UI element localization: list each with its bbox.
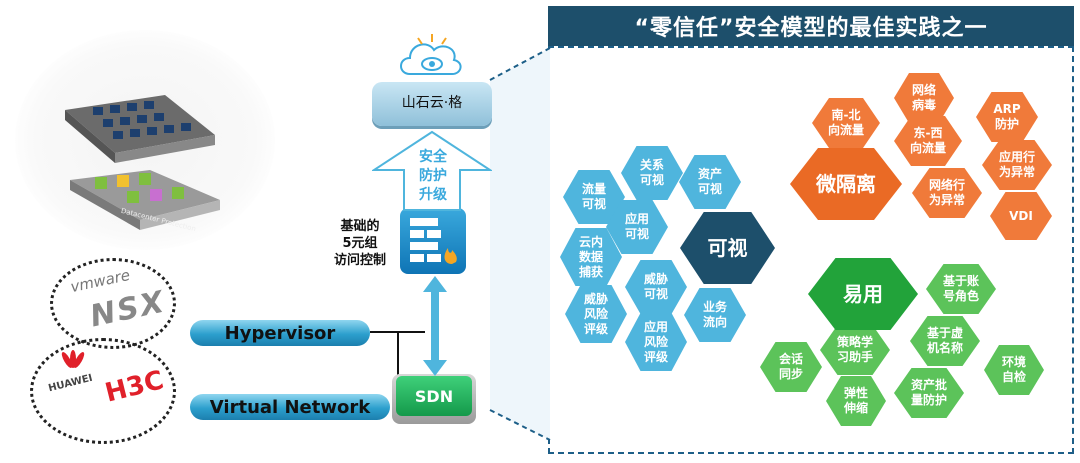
upgrade-arrow-icon [372,130,492,211]
hex-network-virus: 网络 病毒 [894,73,954,123]
page-title: “零信任”安全模型的最佳实践之一 [548,6,1074,46]
firewall-label: 基础的 5元组 访问控制 [333,219,386,268]
hex-account-role-based: 基于账 号角色 [926,264,996,314]
hex-vm-name-based: 基于虚 机名称 [910,316,980,366]
huawei-h3c-oval [30,338,176,444]
double-arrow-icon [423,276,447,376]
hex-policy-learning-assistant: 策略学 习助手 [820,325,890,375]
upgrade-label: 安全 防护 升级 [419,149,447,203]
virtual-network-pipe: Virtual Network [190,394,390,420]
hex-network-behavior-anomaly: 网络行 为异常 [912,168,982,218]
hypervisor-pipe: Hypervisor [190,320,370,346]
cloud-eye-icon [400,34,462,75]
datacenter-illustration [65,95,220,230]
funnel-lines [489,47,551,441]
huawei-logo-icon [61,350,85,368]
firewall-icon [400,208,466,274]
cloud-label: 山石云·格 [401,95,463,111]
hex-elastic-scaling: 弹性 伸缩 [826,376,886,426]
sdn-box: SDN [396,376,472,416]
hex-environment-self-check: 环境 自检 [984,345,1044,395]
cloud-platform [372,82,492,126]
hex-micro-segmentation-center: 微隔离 [790,148,902,220]
hex-asset-batch-protection: 资产批 量防护 [894,368,964,418]
